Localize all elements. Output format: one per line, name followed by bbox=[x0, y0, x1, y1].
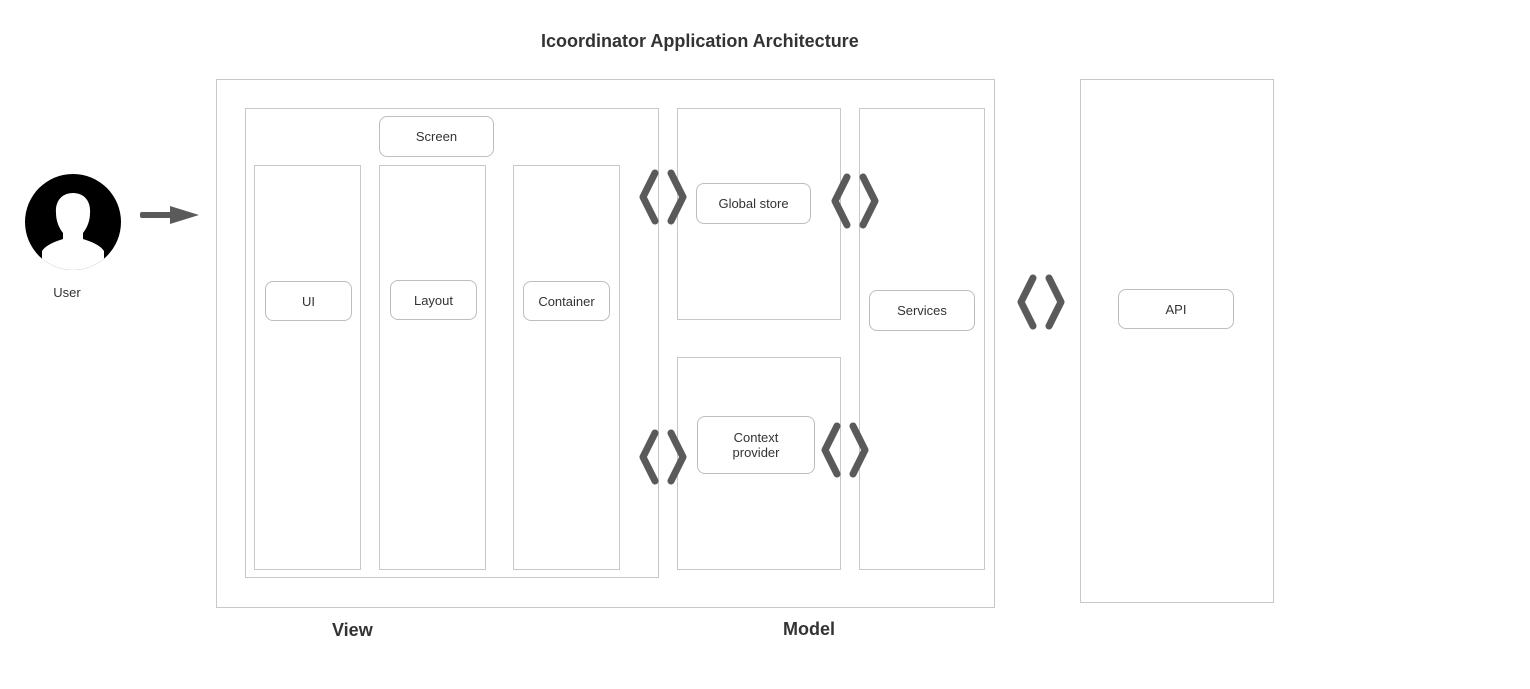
global-store-node: Global store bbox=[696, 183, 811, 224]
ui-column bbox=[254, 165, 361, 570]
code-brackets-icon bbox=[637, 169, 689, 225]
code-brackets-icon bbox=[829, 173, 881, 229]
screen-node: Screen bbox=[379, 116, 494, 157]
view-section-label: View bbox=[332, 620, 373, 640]
user-label: User bbox=[53, 285, 81, 300]
diagram-title: Icoordinator Application Architecture bbox=[541, 31, 859, 51]
layout-column bbox=[379, 165, 486, 570]
api-frame bbox=[1080, 79, 1274, 603]
code-brackets-icon bbox=[1015, 274, 1067, 330]
context-provider-node: Context provider bbox=[697, 416, 815, 474]
container-column bbox=[513, 165, 620, 570]
user-avatar-icon bbox=[24, 173, 122, 271]
model-section-label: Model bbox=[783, 619, 835, 639]
container-node: Container bbox=[523, 281, 610, 321]
services-node: Services bbox=[869, 290, 975, 331]
context-provider-label: Context provider bbox=[732, 430, 780, 460]
layout-node: Layout bbox=[390, 280, 477, 320]
services-frame bbox=[859, 108, 985, 570]
right-arrow-icon bbox=[140, 205, 200, 225]
api-node: API bbox=[1118, 289, 1234, 329]
code-brackets-icon bbox=[819, 422, 871, 478]
ui-node: UI bbox=[265, 281, 352, 321]
code-brackets-icon bbox=[637, 429, 689, 485]
